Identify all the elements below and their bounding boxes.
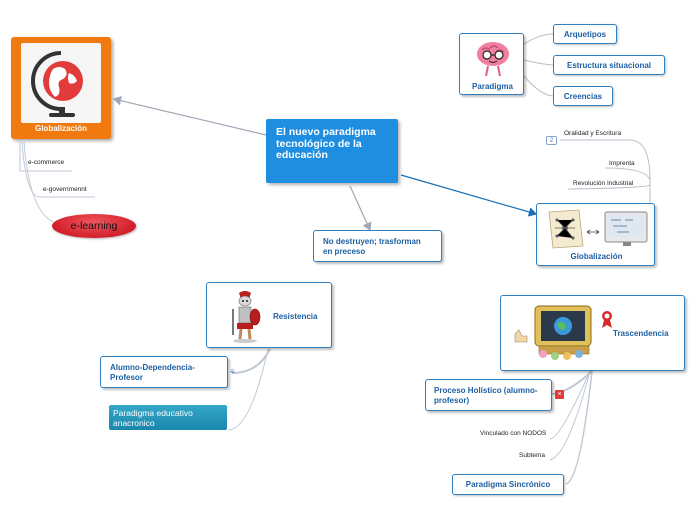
topic-imprenta[interactable]: Imprenta [609,160,635,167]
resistencia-label: Resistencia [273,312,318,321]
paradigma-anacronico-label: Paradigma educativo anacronico [113,408,193,428]
topic-estructura-situacional[interactable]: Estructura situacional [553,55,665,75]
link-center-no-destruyen [349,185,372,232]
trascendencia-node[interactable]: Trascendencia [500,295,685,371]
globe-icon [21,43,101,123]
topic-e-government[interactable]: e-governmennt [43,186,87,193]
no-destruyen-label: No destruyen; trasforman en preceso [323,237,421,256]
topic-alumno-dependencia-profesor[interactable]: Alumno-Dependencia-Profesor [100,356,228,388]
topic-creencias[interactable]: Creencias [553,86,613,106]
topic-e-commerce[interactable]: e-commerce [28,159,65,166]
globalizacion-left-node[interactable]: Globalización [11,37,111,139]
globalizacion-right-node[interactable]: Globalización [536,203,655,266]
topic-oralidad-escritura[interactable]: Oralidad y Escritura [564,130,622,137]
network-computer-icon [543,208,651,250]
topic-proceso-holistico[interactable]: Proceso Holístico (alumno-profesor) [425,379,552,411]
arquetipos-label: Arquetipos [563,29,607,39]
gladiator-icon [229,289,261,343]
proceso-holistico-label: Proceso Holístico (alumno-profesor) [434,386,538,405]
alumno-dependencia-label: Alumno-Dependencia-Profesor [110,363,195,382]
close-icon[interactable]: × [555,390,564,399]
topic-paradigma-anacronico[interactable]: Paradigma educativo anacronico [109,405,227,430]
resistencia-node[interactable]: Resistencia [206,282,332,348]
topic-vinculado-nodos[interactable]: Vinculado con NODOS [480,430,547,437]
estructura-situacional-label: Estructura situacional [566,60,652,70]
computer-kids-icon [509,302,621,364]
topic-subtema[interactable]: Subtema [519,452,546,459]
paradigma-node[interactable]: Paradigma [459,33,524,95]
topic-e-learning[interactable]: e-learning [52,214,136,238]
paradigma-sincronico-label: Paradigma Sincrónico [465,480,551,489]
collapsed-count-badge[interactable]: 2 [546,136,557,145]
no-destruyen-node[interactable]: No destruyen; trasforman en preceso [313,230,442,262]
link-center-globalizacion-left [112,95,267,136]
e-learning-label: e-learning [70,220,118,232]
trascendencia-label: Trascendencia [613,329,669,338]
topic-revolucion-industrial[interactable]: Revolución Industrial [573,180,634,187]
notes-icon[interactable]: ≡ [230,367,235,376]
central-topic-title: El nuevo paradigma tecnológico de la edu… [276,126,376,161]
globalizacion-right-label: Globalización [570,252,623,261]
creencias-label: Creencias [563,91,603,101]
topic-arquetipos[interactable]: Arquetipos [553,24,617,44]
link-center-globalizacion-right [400,174,538,217]
paradigma-label: Paradigma [472,82,513,91]
central-topic[interactable]: El nuevo paradigma tecnológico de la edu… [266,119,398,183]
globalizacion-left-label: Globalización [34,124,87,133]
topic-paradigma-sincronico[interactable]: Paradigma Sincrónico [452,474,564,495]
brain-icon [474,38,512,78]
